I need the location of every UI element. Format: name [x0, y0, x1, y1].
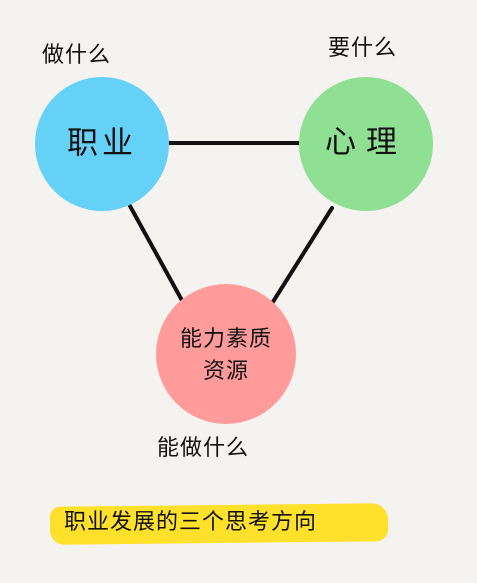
resources-caption: 能做什么 — [157, 436, 250, 461]
psychology-caption: 要什么 — [328, 36, 398, 61]
resources-label-line-2: 资源 — [203, 359, 249, 384]
psychology-circle — [299, 77, 433, 211]
career-circle — [35, 77, 169, 211]
resources-label-line-1: 能力素质 — [180, 327, 272, 352]
career-label: 职业 — [67, 126, 137, 162]
resources-circle — [156, 284, 296, 424]
connector-psychology-resources — [269, 206, 334, 307]
diagram-title: 职业发展的三个思考方向 — [64, 510, 318, 535]
psychology-label: 心理 — [325, 125, 407, 161]
career-caption: 做什么 — [42, 43, 112, 68]
connector-career-resources — [128, 204, 186, 306]
